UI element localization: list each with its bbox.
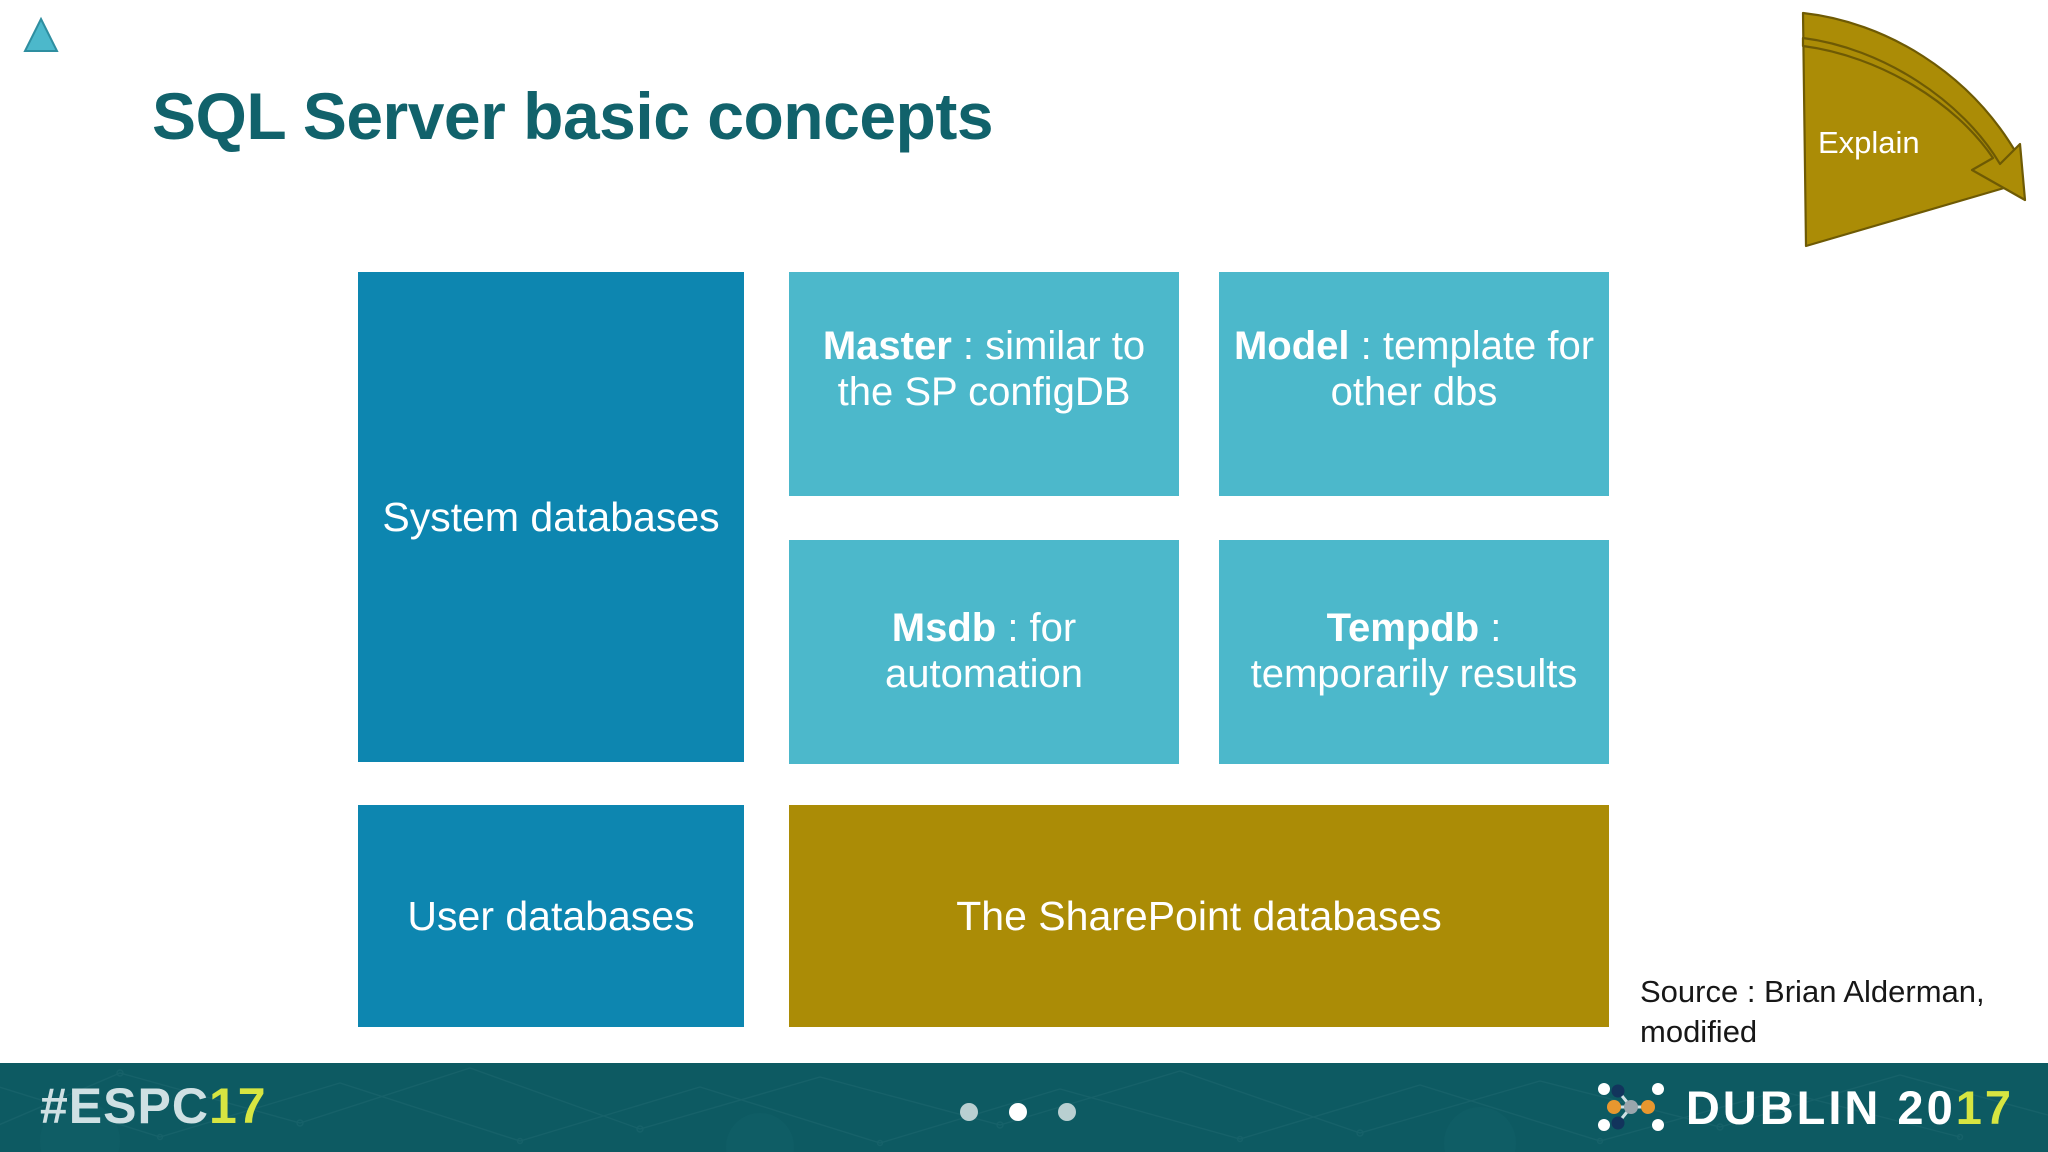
triangle-icon: [22, 16, 60, 54]
box-msdb-desc: : for automation: [885, 606, 1083, 696]
dublin-2017-logo: DUBLIN 2017: [1686, 1080, 2014, 1135]
box-system-databases-label: System databases: [382, 493, 720, 540]
box-model-label: Model : template for other dbs: [1233, 324, 1595, 415]
box-master-label: Master : similar to the SP configDB: [803, 324, 1165, 415]
box-sharepoint-databases: The SharePoint databases: [789, 805, 1609, 1027]
box-user-databases-label: User databases: [407, 892, 695, 939]
source-attribution: Source : Brian Alderman, modified: [1640, 974, 1985, 1049]
box-tempdb-desc: : temporarily results: [1250, 606, 1578, 696]
dublin-year: 17: [1955, 1080, 2014, 1134]
box-master-term: Master: [822, 324, 952, 368]
page-title: SQL Server basic concepts: [152, 79, 994, 153]
box-user-databases: User databases: [358, 805, 744, 1027]
box-master-desc: : similar to the SP configDB: [837, 324, 1146, 414]
box-sharepoint-databases-label: The SharePoint databases: [956, 892, 1442, 939]
slide-footer: #ESPC17: [0, 1063, 2048, 1152]
progress-dot-3[interactable]: [1058, 1103, 1076, 1121]
box-tempdb-term: Tempdb: [1326, 606, 1480, 651]
slide-progress-dots[interactable]: [960, 1103, 1076, 1121]
box-model-desc: : template for other dbs: [1330, 324, 1595, 414]
box-model-term: Model: [1233, 324, 1350, 368]
dublin-branding: DUBLIN 2017: [1594, 1077, 2014, 1137]
box-tempdb: Tempdb : temporarily results: [1219, 540, 1609, 764]
box-model: Model : template for other dbs: [1219, 272, 1609, 496]
box-tempdb-label: Tempdb : temporarily results: [1233, 606, 1595, 697]
explain-label: Explain: [1818, 125, 1920, 160]
footer-network-pattern: [0, 1067, 2048, 1152]
network-nodes-icon: [1597, 1083, 1664, 1131]
box-msdb: Msdb : for automation: [789, 540, 1179, 764]
progress-dot-1[interactable]: [960, 1103, 978, 1121]
box-msdb-term: Msdb: [891, 606, 997, 651]
box-system-databases: System databases: [358, 272, 744, 762]
box-master: Master : similar to the SP configDB: [789, 272, 1179, 496]
espc-hashtag-logo: #ESPC17: [40, 1077, 267, 1135]
progress-dot-2[interactable]: [1009, 1103, 1027, 1121]
espc-hashtag-text: #ESPC: [40, 1078, 209, 1134]
dublin-text: DUBLIN 20: [1685, 1080, 1956, 1134]
box-msdb-label: Msdb : for automation: [803, 606, 1165, 697]
espc-hashtag-year: 17: [208, 1078, 267, 1134]
explain-callout-arrow: [1790, 4, 2048, 256]
